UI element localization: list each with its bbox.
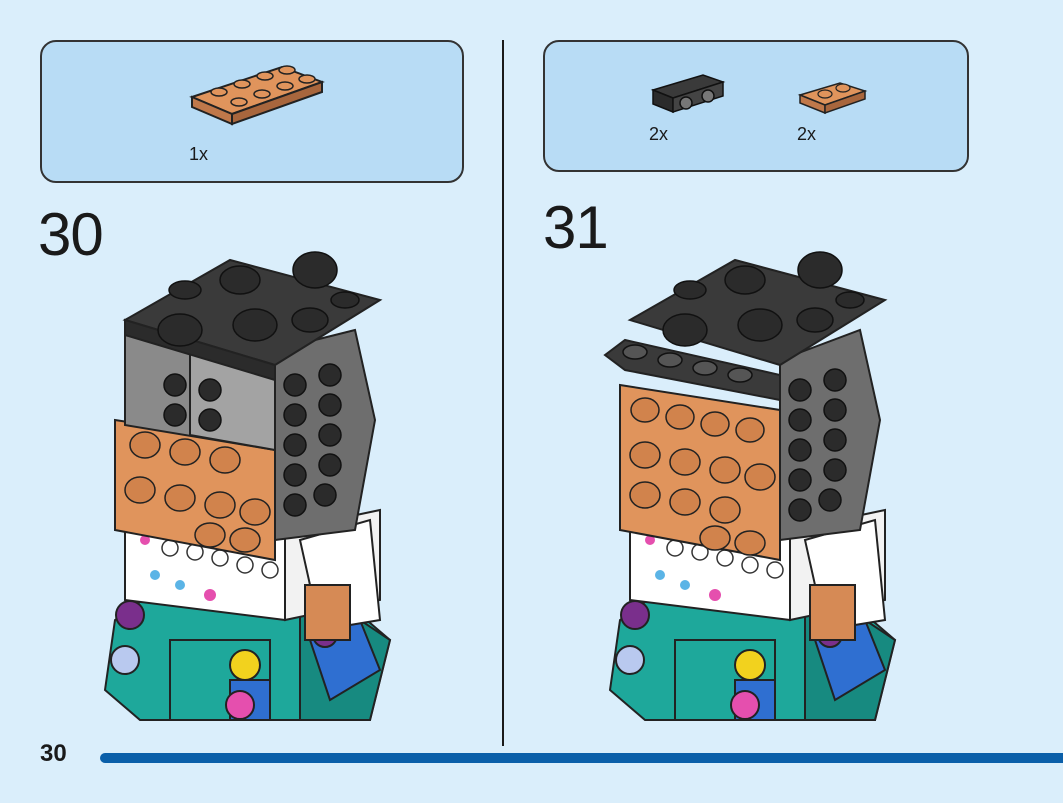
step-30-parts-box: 1x [40,40,464,183]
part-qty: 2x [649,124,669,144]
step-30-build-illustration [103,251,392,721]
page-accent-bar [100,753,1063,763]
page-number: 30 [40,740,67,767]
step-31-build-illustration [603,251,897,721]
plate-1x2-icon [797,82,868,115]
plate-2x4-icon [189,65,325,126]
part-qty: 1x [189,144,209,164]
step-divider [502,40,504,746]
step-number: 30 [38,201,104,268]
bracket-1x2-icon [650,74,726,114]
step-31-parts-box: 2x 2x [543,40,969,172]
part-qty: 2x [797,124,817,144]
step-number: 31 [543,194,609,261]
